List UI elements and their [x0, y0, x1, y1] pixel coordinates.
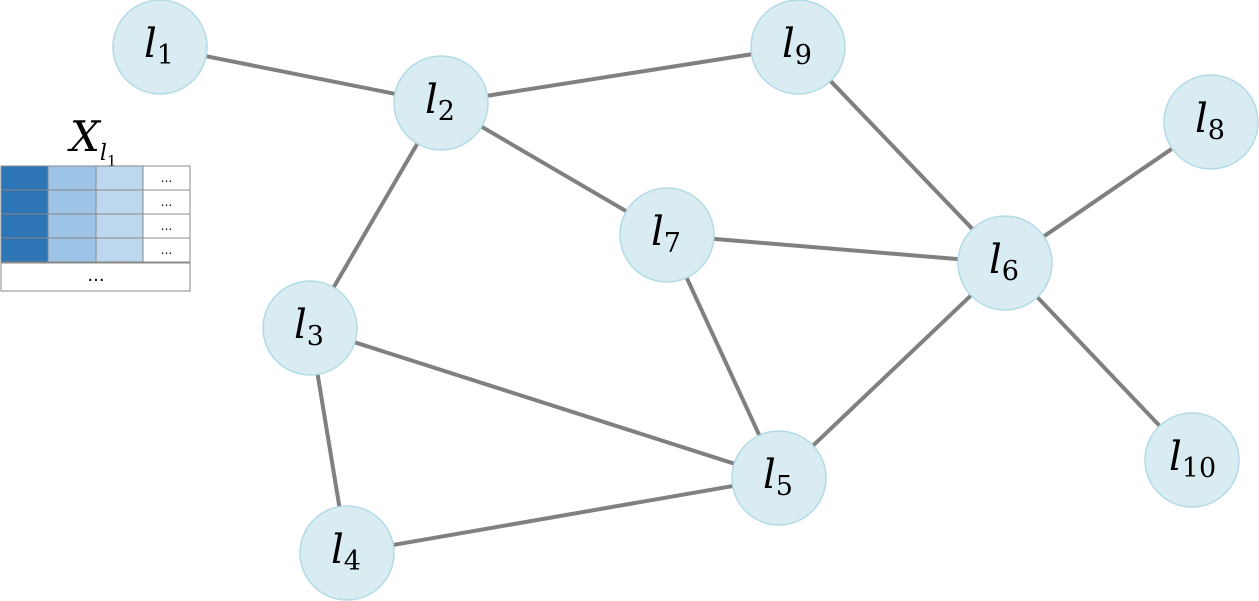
node-label: l9 — [782, 21, 812, 71]
node-label-main: l — [1169, 434, 1182, 480]
node-circle — [299, 505, 395, 601]
node-l3: l3 — [262, 280, 358, 376]
node-label-sub: 4 — [344, 546, 361, 577]
node-circle — [619, 187, 715, 283]
node-label-sub: 8 — [1208, 115, 1225, 146]
node-label: l3 — [294, 302, 324, 352]
matrix-overflow-row — [0, 262, 191, 292]
matrix-cell — [47, 165, 97, 191]
node-l10: l10 — [1144, 412, 1240, 508]
node-label-sub: 1 — [157, 40, 174, 71]
node-circle — [393, 55, 489, 151]
matrix-cell — [142, 213, 191, 239]
matrix-cell — [0, 189, 49, 215]
node-l8: l8 — [1163, 74, 1259, 170]
node-label-sub: 5 — [776, 471, 793, 502]
node-label-sub: 7 — [664, 228, 681, 259]
node-l2: l2 — [393, 55, 489, 151]
node-l4: l4 — [299, 505, 395, 601]
edge-l6-l8 — [1041, 146, 1175, 239]
matrix-cell — [142, 165, 191, 191]
node-l1: l1 — [112, 0, 208, 95]
edge-l9-l6 — [828, 78, 975, 232]
node-l6: l6 — [957, 215, 1053, 311]
edge-l4-l5 — [391, 484, 735, 547]
matrix-cell — [95, 165, 144, 191]
edge-l2-l9 — [485, 52, 754, 98]
node-label-sub: 3 — [307, 321, 324, 352]
matrix-cell — [0, 213, 49, 239]
node-circle — [750, 0, 846, 95]
node-label-main: l — [651, 209, 664, 255]
node-label-main: l — [425, 77, 438, 123]
matrix-cell — [0, 237, 49, 263]
matrix-cell — [142, 237, 191, 263]
matrix-title: Xl1 — [67, 112, 117, 170]
node-label-main: l — [331, 527, 344, 573]
node-label-sub: 6 — [1002, 256, 1019, 287]
node-label-sub: 9 — [795, 40, 812, 71]
node-label-main: l — [144, 21, 157, 67]
node-label: l4 — [331, 527, 361, 577]
matrix-cell — [0, 165, 49, 191]
node-label-main: l — [1195, 96, 1208, 142]
node-circle — [731, 430, 827, 526]
matrix-title-main: X — [67, 112, 102, 161]
node-circle — [1144, 412, 1240, 508]
edge-l7-l6 — [711, 236, 961, 262]
edge-l2-l3 — [331, 141, 420, 290]
matrix-cell-ellipsis: ... — [161, 219, 172, 233]
matrix-grid: ............ — [0, 165, 191, 263]
matrix-title-subsub: 1 — [107, 152, 117, 170]
matrix-title-sub: l — [100, 141, 107, 166]
node-circle — [957, 215, 1053, 311]
matrix-cell — [95, 237, 144, 263]
node-label: l7 — [651, 209, 681, 259]
matrix-cell — [47, 189, 97, 215]
node-l5: l5 — [731, 430, 827, 526]
feature-matrix: Xl1 ............ ... — [0, 112, 191, 292]
edge-l3-l5 — [352, 340, 737, 466]
matrix-cell — [95, 189, 144, 215]
edge-l5-l6 — [811, 293, 973, 448]
node-l7: l7 — [619, 187, 715, 283]
matrix-row-ellipsis: ... — [87, 265, 104, 286]
node-label-sub: 2 — [438, 96, 455, 127]
edge-l7-l5 — [684, 275, 762, 438]
node-circle — [262, 280, 358, 376]
node-label-sub: 10 — [1182, 453, 1216, 484]
matrix-cell-ellipsis: ... — [161, 171, 172, 185]
node-label-main: l — [989, 237, 1002, 283]
node-label-main: l — [782, 21, 795, 67]
matrix-cell — [95, 213, 144, 239]
matrix-cell — [47, 237, 97, 263]
node-circle — [112, 0, 208, 95]
edge-l3-l4 — [315, 372, 342, 509]
node-label: l8 — [1195, 96, 1225, 146]
node-label: l5 — [763, 452, 793, 502]
node-l9: l9 — [750, 0, 846, 95]
node-label-main: l — [294, 302, 307, 348]
matrix-cell — [142, 189, 191, 215]
edge-layer — [204, 52, 1175, 547]
matrix-cell-ellipsis: ... — [161, 195, 172, 209]
node-circle — [1163, 74, 1259, 170]
node-label-main: l — [763, 452, 776, 498]
edge-l2-l7 — [479, 124, 629, 214]
node-label: l2 — [425, 77, 455, 127]
node-label: l10 — [1169, 434, 1216, 484]
node-label: l1 — [144, 21, 174, 71]
edge-l6-l10 — [1035, 295, 1162, 428]
edge-l1-l2 — [204, 54, 397, 96]
matrix-cell-ellipsis: ... — [161, 243, 172, 257]
matrix-cell — [47, 213, 97, 239]
node-label: l6 — [989, 237, 1019, 287]
